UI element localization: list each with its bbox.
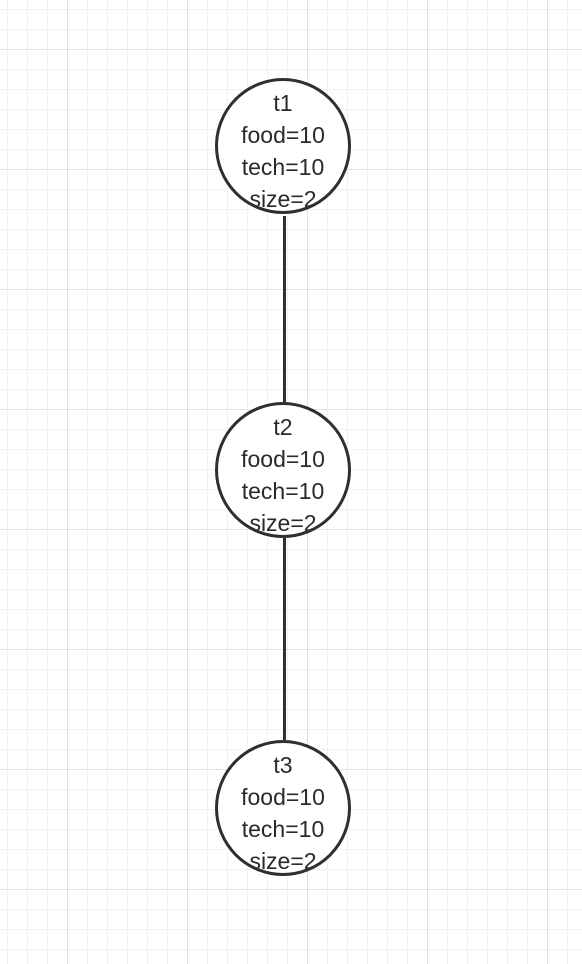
node-size: size=2 [249, 848, 317, 874]
node-size: size=2 [249, 510, 317, 536]
node-t1[interactable]: t1 food=10 tech=10 size=2 [215, 78, 351, 214]
node-t3[interactable]: t3 food=10 tech=10 size=2 [215, 740, 351, 876]
edge-t2-t3 [283, 538, 286, 740]
node-t3-label: t3 food=10 tech=10 size=2 [218, 749, 348, 874]
edge-t1-t2 [283, 216, 286, 402]
node-tech: tech=10 [241, 816, 325, 842]
node-tech: tech=10 [241, 478, 325, 504]
node-food: food=10 [241, 446, 325, 472]
node-t2-label: t2 food=10 tech=10 size=2 [218, 411, 348, 536]
node-tech: tech=10 [241, 154, 325, 180]
node-t2[interactable]: t2 food=10 tech=10 size=2 [215, 402, 351, 538]
node-food: food=10 [241, 122, 325, 148]
node-id: t2 [273, 414, 293, 440]
node-food: food=10 [241, 784, 325, 810]
node-id: t1 [273, 90, 293, 116]
node-size: size=2 [249, 186, 317, 212]
node-t1-label: t1 food=10 tech=10 size=2 [218, 87, 348, 212]
node-id: t3 [273, 752, 293, 778]
